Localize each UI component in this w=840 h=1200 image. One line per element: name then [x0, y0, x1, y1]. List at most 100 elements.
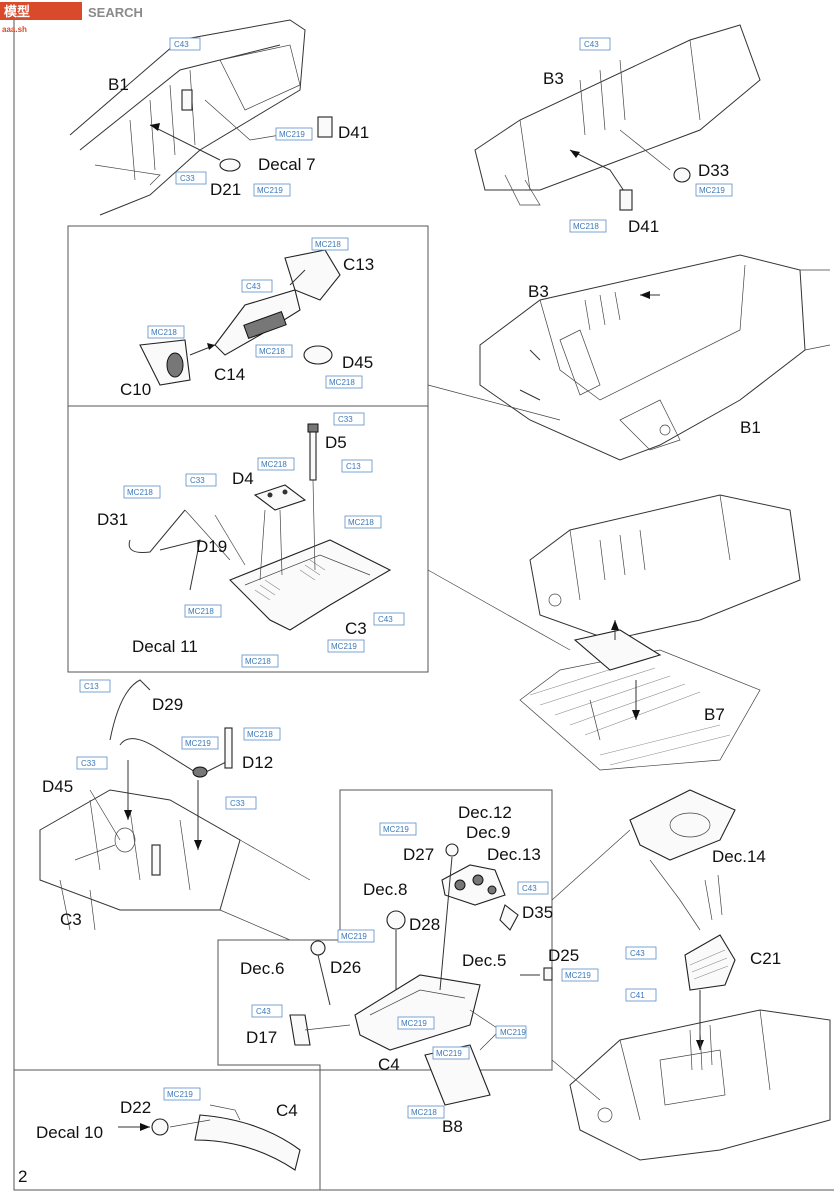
- svg-text:C13: C13: [346, 462, 361, 471]
- label-d45: D45: [42, 777, 73, 796]
- svg-text:C43: C43: [378, 615, 393, 624]
- label-decal-11: Decal 11: [132, 637, 198, 656]
- watermark: 模型 SEARCH aaa.sh: [0, 2, 143, 34]
- paint-callout: C43: [517, 881, 549, 895]
- svg-text:MC218: MC218: [245, 657, 271, 666]
- svg-text:MC219: MC219: [257, 186, 283, 195]
- paint-callout: C33: [225, 796, 257, 810]
- label-c14: C14: [214, 365, 245, 384]
- svg-text:MC219: MC219: [167, 1090, 193, 1099]
- label-dec-6: Dec.6: [240, 959, 284, 978]
- label-decal-7: Decal 7: [258, 155, 316, 174]
- page-number: 2: [18, 1167, 27, 1186]
- label-c21: C21: [750, 949, 781, 968]
- paint-callout: C43: [251, 1004, 283, 1018]
- svg-text:MC219: MC219: [699, 186, 725, 195]
- label-d45: D45: [342, 353, 373, 372]
- label-dec-9: Dec.9: [466, 823, 510, 842]
- svg-text:MC218: MC218: [329, 378, 355, 387]
- paint-callout: C43: [579, 37, 611, 51]
- paint-callout: MC219: [163, 1087, 201, 1101]
- svg-text:MC218: MC218: [261, 460, 287, 469]
- inset-panel-face: [13, 1069, 321, 1191]
- paint-callout: C43: [241, 279, 273, 293]
- svg-text:MC218: MC218: [315, 240, 341, 249]
- svg-text:MC218: MC218: [573, 222, 599, 231]
- svg-text:MC219: MC219: [383, 825, 409, 834]
- svg-text:MC218: MC218: [127, 488, 153, 497]
- paint-callout: MC219: [379, 822, 417, 836]
- label-c3: C3: [60, 910, 82, 929]
- svg-text:MC219: MC219: [565, 971, 591, 980]
- svg-text:MC219: MC219: [500, 1028, 526, 1037]
- paint-callout: C33: [333, 412, 365, 426]
- paint-callout: MC219: [275, 127, 313, 141]
- label-dec-5: Dec.5: [462, 951, 506, 970]
- d45-part: [303, 345, 333, 365]
- label-d17: D17: [246, 1028, 277, 1047]
- svg-text:MC219: MC219: [341, 932, 367, 941]
- d31-part: [128, 509, 186, 553]
- instrument-panel: [441, 864, 506, 906]
- label-c4: C4: [378, 1055, 400, 1074]
- paint-callout: MC219: [181, 736, 219, 750]
- step-seat-assembly: [569, 789, 831, 1161]
- leader-line: [551, 829, 631, 1101]
- paint-callout: MC218: [407, 1105, 445, 1119]
- label-d41: D41: [628, 217, 659, 236]
- svg-text:MC218: MC218: [247, 730, 273, 739]
- paint-callout: MC218: [243, 727, 281, 741]
- label-d25: D25: [548, 946, 579, 965]
- svg-text:C33: C33: [81, 759, 96, 768]
- label-d29: D29: [152, 695, 183, 714]
- svg-text:C33: C33: [338, 415, 353, 424]
- paint-callout: MC218: [123, 485, 161, 499]
- svg-text:SEARCH: SEARCH: [88, 5, 143, 20]
- paint-callout: MC218: [569, 219, 607, 233]
- label-c10: C10: [120, 380, 151, 399]
- paint-callout: MC218: [257, 457, 295, 471]
- svg-text:MC219: MC219: [401, 1019, 427, 1028]
- step-b1-fuselage: [69, 19, 333, 216]
- svg-text:MC218: MC218: [348, 518, 374, 527]
- paint-callout: C33: [185, 473, 217, 487]
- paint-callout: C33: [76, 756, 108, 770]
- paint-callout: MC218: [311, 237, 349, 251]
- c4-part: [194, 1114, 301, 1171]
- label-b1: B1: [740, 418, 761, 437]
- label-dec-12: Dec.12: [458, 803, 512, 822]
- instrument-panel-parts: [289, 843, 553, 1106]
- svg-text:MC219: MC219: [185, 739, 211, 748]
- paint-callout: C33: [175, 171, 207, 185]
- d17-part: [289, 1014, 311, 1046]
- svg-text:C41: C41: [630, 991, 645, 1000]
- label-b1: B1: [108, 75, 129, 94]
- step-fuselage-interior: [479, 254, 831, 461]
- paint-callout: MC219: [561, 968, 599, 982]
- label-c13: C13: [343, 255, 374, 274]
- paint-callout: MC219: [432, 1046, 470, 1060]
- paint-callout: MC218: [344, 515, 382, 529]
- label-decal-10: Decal 10: [36, 1123, 103, 1142]
- label-d5: D5: [325, 433, 347, 452]
- label-d33: D33: [698, 161, 729, 180]
- label-b3: B3: [543, 69, 564, 88]
- step-b3-fuselage: [474, 24, 761, 211]
- paint-callout: MC218: [255, 344, 293, 358]
- label-dec-14: Dec.14: [712, 847, 766, 866]
- label-b3: B3: [528, 282, 549, 301]
- floor-parts: [128, 423, 392, 631]
- paint-callout: C43: [625, 946, 657, 960]
- label-b7: B7: [704, 705, 725, 724]
- d33-part: [673, 167, 691, 183]
- d41-part: [619, 189, 633, 211]
- paint-callout: MC219: [397, 1016, 435, 1030]
- label-d21: D21: [210, 180, 241, 199]
- svg-text:C33: C33: [190, 476, 205, 485]
- label-d28: D28: [409, 915, 440, 934]
- paint-callout: C13: [79, 679, 111, 693]
- d35-part: [499, 904, 519, 931]
- svg-text:C43: C43: [522, 884, 537, 893]
- svg-text:C33: C33: [230, 799, 245, 808]
- label-dec-8: Dec.8: [363, 880, 407, 899]
